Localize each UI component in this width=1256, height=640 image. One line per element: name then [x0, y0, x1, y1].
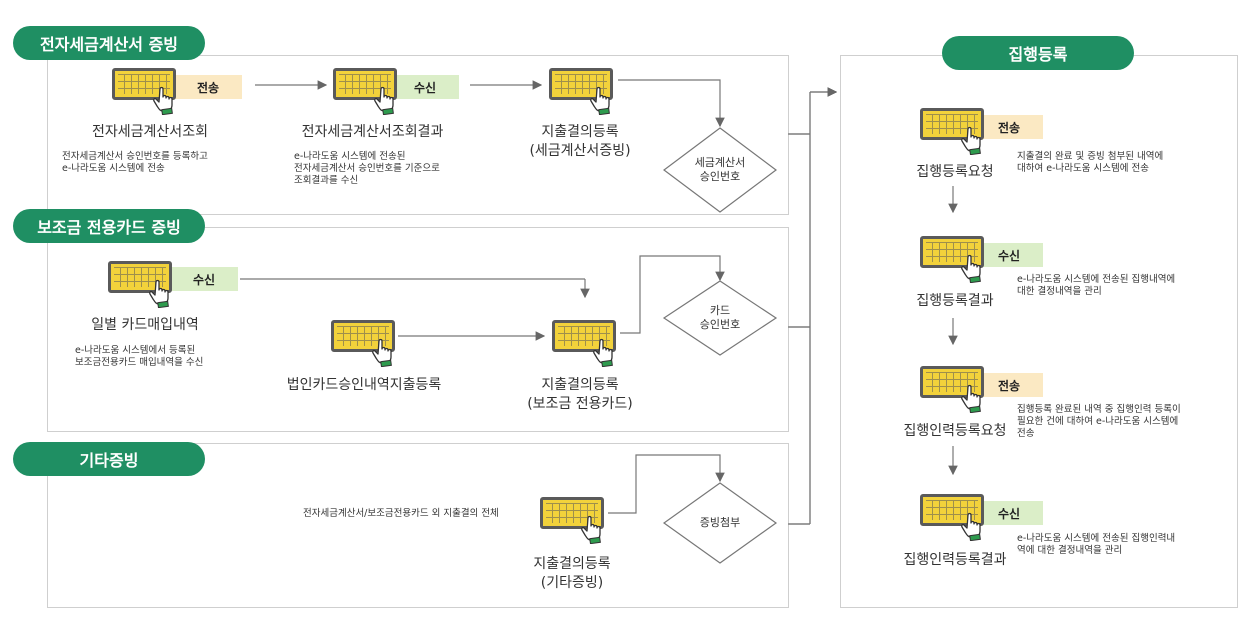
tag-recv-card: 수신	[170, 267, 238, 291]
other-section-label: 기타증빙	[13, 442, 205, 476]
etax-step1-desc: 전자세금계산서 승인번호를 등록하고 e-나라도움 시스템에 전송	[62, 151, 208, 174]
pointer-hand-icon	[579, 514, 609, 545]
exec-keyboard-icon-2	[920, 236, 984, 284]
exec-s2-desc: e-나라도움 시스템에 전송된 집행내역에 대한 결정내역을 관리	[1017, 274, 1176, 297]
card-keyboard-icon-1	[108, 261, 172, 309]
exec-s1-desc: 지출결의 완료 및 증빙 첨부된 내역에 대하여 e-나라도움 시스템에 전송	[1017, 151, 1164, 174]
pointer-hand-icon	[959, 383, 989, 414]
card-keyboard-icon-3	[552, 320, 616, 368]
card-diamond-label: 카드 승인번호	[699, 304, 741, 331]
exec-s2-title: 집행등록결과	[916, 293, 994, 309]
tag-recv-etax: 수신	[391, 75, 459, 99]
pointer-hand-icon	[959, 511, 989, 542]
tag-recv-exec-4: 수신	[975, 501, 1043, 525]
etax-step3-title-line1: 지출결의등록	[541, 124, 619, 140]
other-step-title-line2: (기타증빙)	[540, 575, 604, 591]
other-diamond-label: 증빙첨부	[699, 516, 741, 529]
etax-keyboard-icon-2	[333, 68, 397, 116]
etax-step1-title: 전자세금계산서조회	[92, 124, 208, 140]
etax-step2-title: 전자세금계산서조회결과	[301, 124, 444, 140]
card-keyboard-icon-2	[331, 320, 395, 368]
other-desc: 전자세금계산서/보조금전용카드 외 지출결의 전체	[303, 508, 499, 519]
exec-keyboard-icon-3	[920, 366, 984, 414]
other-keyboard-icon	[540, 497, 604, 545]
exec-s4-desc: e-나라도움 시스템에 전송된 집행인력내 역에 대한 결정내역을 관리	[1017, 533, 1176, 556]
pointer-hand-icon	[591, 337, 621, 368]
tag-send-etax: 전송	[174, 75, 242, 99]
card-step1-title: 일별 카드매입내역	[91, 317, 199, 333]
pointer-hand-icon	[147, 278, 177, 309]
card-step2-title: 법인카드승인내역지출등록	[286, 377, 442, 393]
exec-s1-title: 집행등록요청	[916, 164, 994, 180]
other-step-title-line1: 지출결의등록	[533, 556, 611, 572]
etax-section-label: 전자세금계산서 증빙	[13, 26, 205, 60]
tag-send-exec-1: 전송	[975, 115, 1043, 139]
etax-keyboard-icon-3	[549, 68, 613, 116]
pointer-hand-icon	[588, 85, 618, 116]
etax-diamond-label: 세금계산서 승인번호	[694, 156, 746, 183]
pointer-hand-icon	[959, 253, 989, 284]
card-step3-title-line2: (보조금 전용카드)	[527, 396, 633, 412]
exec-keyboard-icon-1	[920, 108, 984, 156]
card-step3-title-line1: 지출결의등록	[541, 377, 619, 393]
tag-recv-exec-2: 수신	[975, 243, 1043, 267]
etax-step2-desc: e-나라도움 시스템에 전송된 전자세금계산서 승인번호를 기준으로 조회결과를…	[294, 151, 440, 186]
exec-s3-desc: 집행등록 완료된 내역 중 집행인력 등록이 필요한 건에 대하여 e-나라도움…	[1017, 404, 1181, 439]
etax-keyboard-icon-1	[112, 68, 176, 116]
exec-section-label: 집행등록	[942, 36, 1134, 70]
etax-step3-title-line2: (세금계산서증빙)	[529, 143, 631, 159]
exec-s3-title: 집행인력등록요청	[903, 423, 1007, 439]
pointer-hand-icon	[370, 337, 400, 368]
pointer-hand-icon	[372, 85, 402, 116]
pointer-hand-icon	[959, 125, 989, 156]
tag-send-exec-3: 전송	[975, 373, 1043, 397]
pointer-hand-icon	[151, 85, 181, 116]
card-section-label: 보조금 전용카드 증빙	[13, 209, 205, 243]
card-step1-desc: e-나라도움 시스템에서 등록된 보조금전용카드 매입내역을 수신	[75, 345, 204, 368]
exec-keyboard-icon-4	[920, 494, 984, 542]
exec-s4-title: 집행인력등록결과	[903, 552, 1007, 568]
